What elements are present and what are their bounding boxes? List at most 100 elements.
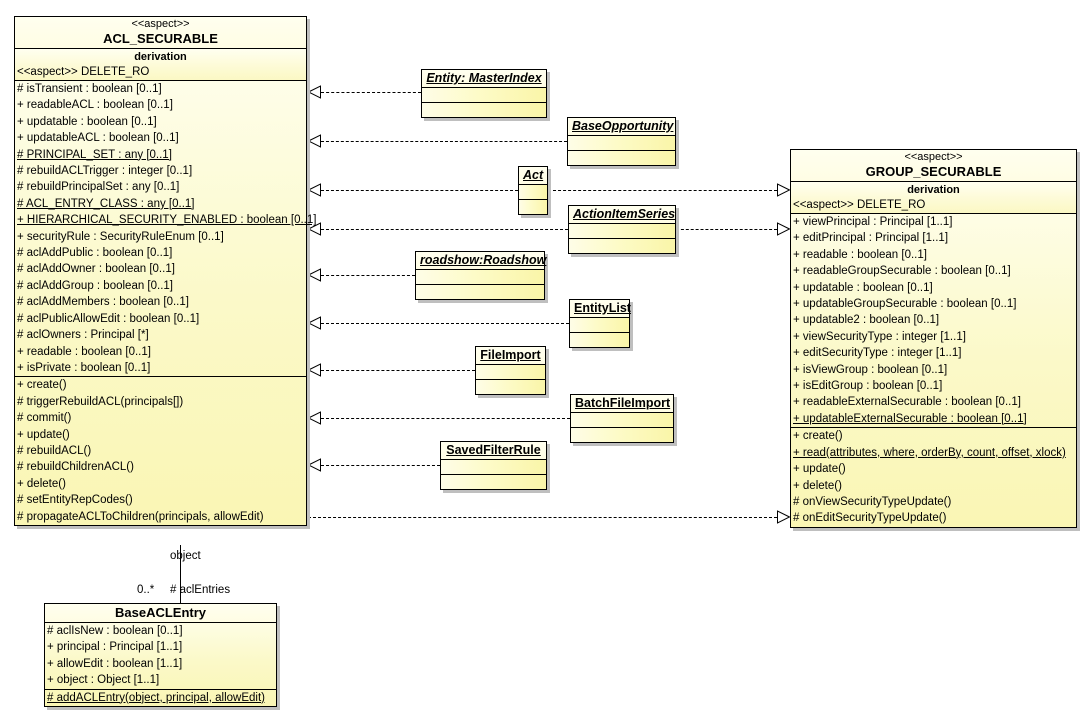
realizing-class[interactable]: BaseOpportunity xyxy=(567,117,676,166)
realizing-class-name: roadshow:Roadshow xyxy=(420,253,547,267)
operations-compartment xyxy=(519,200,547,214)
group_securable-header: <<aspect>>GROUP_SECURABLE xyxy=(791,150,1076,182)
realization-arrow xyxy=(777,183,790,197)
attribute-item: + readableGroupSecurable : boolean [0..1… xyxy=(793,265,1011,278)
attribute-item: + isEditGroup : boolean [0..1] xyxy=(793,380,943,393)
attributes-compartment xyxy=(519,185,547,200)
attribute-item: + allowEdit : boolean [1..1] xyxy=(47,657,183,670)
realization-link xyxy=(308,517,777,518)
attribute-item: # aclOwners : Principal [*] xyxy=(17,329,149,342)
attribute-item: # aclPublicAllowEdit : boolean [0..1] xyxy=(17,312,200,325)
realization-link xyxy=(321,229,568,230)
group_securable-attributes: + viewPrincipal : Principal [1..1] + edit… xyxy=(791,214,1076,429)
attribute-item: # isTransient : boolean [0..1] xyxy=(17,83,162,95)
realizing-class[interactable]: BatchFileImport xyxy=(570,394,674,443)
realization-link xyxy=(676,229,777,230)
attributes-compartment xyxy=(570,318,629,333)
realization-arrow xyxy=(308,363,321,377)
attribute-item: + HIERARCHICAL_SECURITY_ENABLED : boolea… xyxy=(17,214,317,227)
attributes-compartment xyxy=(476,365,545,380)
realization-arrow xyxy=(308,183,321,197)
operations-compartment xyxy=(422,103,546,117)
attributes-compartment xyxy=(416,270,544,285)
base_acl_entry-header: BaseACLEntry xyxy=(45,604,276,623)
realization-link xyxy=(321,465,440,466)
base_acl_entry-operations: # addACLEntry(object, principal, allowEd… xyxy=(45,690,276,706)
realizing-class-header: roadshow:Roadshow xyxy=(416,252,547,270)
group_securable-derivation-title: derivation xyxy=(791,182,1076,198)
association-role-object: object xyxy=(170,550,201,562)
realization-link xyxy=(548,190,777,191)
operation-item: + delete() xyxy=(17,477,66,490)
realizing-class-name: BatchFileImport xyxy=(575,396,671,410)
realizing-class[interactable]: Entity: MasterIndex xyxy=(421,69,547,118)
operation-item: + read(attributes, where, orderBy, count… xyxy=(793,446,1066,459)
realization-link xyxy=(321,323,569,324)
realizing-class-header: Act xyxy=(519,167,547,185)
operations-compartment xyxy=(416,285,544,299)
association-role-aclentries: # aclEntries xyxy=(170,584,231,596)
operation-item: # setEntityRepCodes() xyxy=(17,494,133,507)
operation-item: # propagateACLToChildren(principals, all… xyxy=(17,510,264,523)
realizing-class-name: Entity: MasterIndex xyxy=(426,71,542,85)
realizing-class-name: BaseOpportunity xyxy=(572,119,674,133)
base_acl_entry-class[interactable]: BaseACLEntry # aclIsNew : boolean [0..1]+… xyxy=(44,603,277,708)
realization-link xyxy=(321,370,475,371)
acl_securable-attributes: # isTransient : boolean [0..1] + readable… xyxy=(15,81,317,378)
attributes-compartment xyxy=(568,136,675,151)
operation-item: # addACLEntry(object, principal, allowEd… xyxy=(47,691,265,704)
realizing-class[interactable]: ActionItemSeries xyxy=(568,205,676,254)
realization-link xyxy=(321,92,421,93)
realizing-class[interactable]: FileImport xyxy=(475,346,546,395)
attribute-item: + updatable : boolean [0..1] xyxy=(793,281,933,294)
attribute-item: # aclAddPublic : boolean [0..1] xyxy=(17,247,173,260)
attribute-item: + object : Object [1..1] xyxy=(47,674,160,687)
base_acl_entry-name: BaseACLEntry xyxy=(114,605,207,620)
realizing-class-name: FileImport xyxy=(480,348,541,362)
realization-arrow xyxy=(308,85,321,99)
operations-compartment xyxy=(476,380,545,394)
realization-arrow xyxy=(308,134,321,148)
realizing-class[interactable]: roadshow:Roadshow xyxy=(415,251,547,300)
attribute-item: # aclAddOwner : boolean [0..1] xyxy=(17,263,175,276)
operations-compartment xyxy=(441,475,546,489)
base_acl_entry-attributes: # aclIsNew : boolean [0..1]+ principal :… xyxy=(45,623,276,690)
attributes-compartment xyxy=(422,88,546,103)
attribute-item: + editSecurityType : integer [1..1] xyxy=(793,347,962,360)
attribute-item: + updatableACL : boolean [0..1] xyxy=(17,132,179,145)
attribute-item: # rebuildPrincipalSet : any [0..1] xyxy=(17,181,180,194)
association-multiplicity: 0..* xyxy=(137,584,155,596)
operation-item: + update() xyxy=(17,428,70,441)
realizing-class-name: Act xyxy=(523,168,544,182)
realizing-class[interactable]: EntityList xyxy=(569,299,631,348)
acl_securable-derivation-item: <<aspect>> DELETE_RO xyxy=(15,65,306,81)
realization-arrow xyxy=(777,222,790,236)
attribute-item: + securityRule : SecurityRuleEnum [0..1] xyxy=(17,230,224,243)
operation-item: + create() xyxy=(17,379,67,392)
realization-link xyxy=(321,190,518,191)
attribute-item: + updatableGroupSecurable : boolean [0..… xyxy=(793,298,1017,311)
acl_securable-operations: + create()# triggerRebuildACL(principals… xyxy=(15,377,306,525)
attributes-compartment xyxy=(569,224,675,239)
realizing-class-header: BaseOpportunity xyxy=(568,118,675,136)
attribute-item: # rebuildACLTrigger : integer [0..1] xyxy=(17,165,193,178)
association-line xyxy=(180,545,181,603)
attribute-item: + readableACL : boolean [0..1] xyxy=(17,99,173,112)
attribute-item: + updatableExternalSecurable : boolean [… xyxy=(793,412,1027,425)
operation-item: + update() xyxy=(793,463,846,476)
attribute-item: + updatable2 : boolean [0..1] xyxy=(793,314,940,327)
acl_securable-header: <<aspect>>ACL_SECURABLE xyxy=(15,17,306,49)
attribute-item: # aclAddMembers : boolean [0..1] xyxy=(17,296,189,309)
realizing-class-name: EntityList xyxy=(574,301,631,315)
attribute-item: # PRINCIPAL_SET : any [0..1] xyxy=(17,148,172,161)
realization-link xyxy=(321,141,567,142)
realization-link xyxy=(321,418,570,419)
realizing-class-name: SavedFilterRule xyxy=(446,443,541,457)
realizing-class[interactable]: SavedFilterRule xyxy=(440,441,547,490)
realizing-class-header: ActionItemSeries xyxy=(569,206,675,224)
realizing-class[interactable]: Act xyxy=(518,166,548,215)
attribute-item: + viewPrincipal : Principal [1..1] xyxy=(793,216,953,228)
